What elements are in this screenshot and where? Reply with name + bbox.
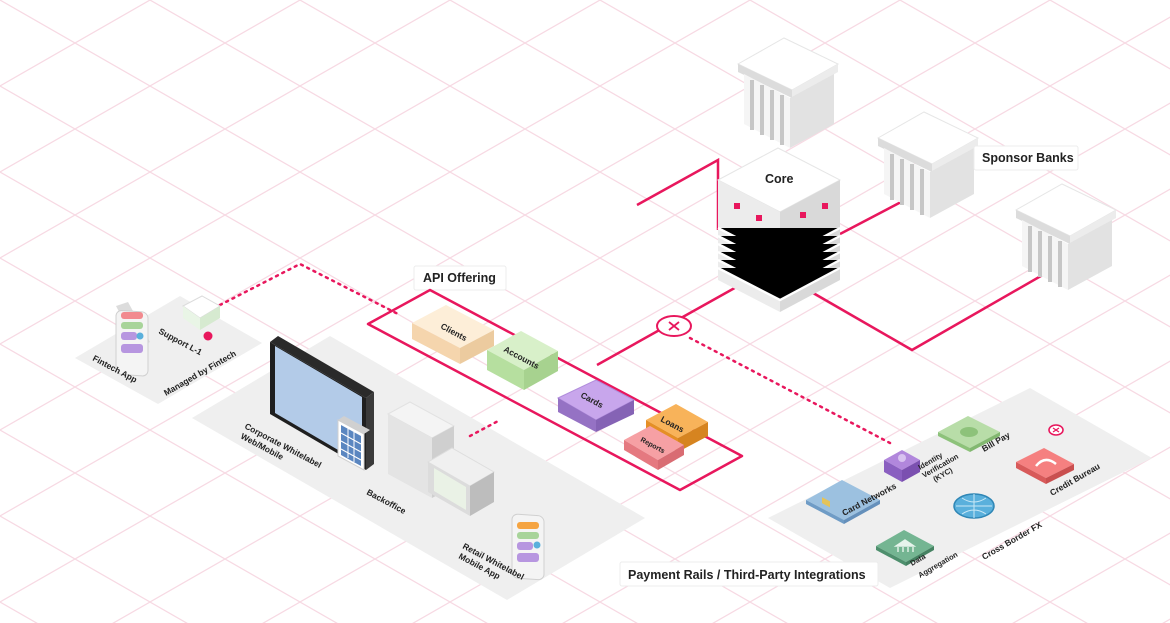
link-support-api [218,262,400,316]
bill-pay-icon[interactable] [938,416,1000,452]
api-offering-tag: API Offering [413,265,507,291]
link-core-integrations [688,336,892,445]
payment-rails-label: Payment Rails / Third-Party Integrations [628,568,866,582]
fintech-phone-icon [115,302,150,377]
card-networks-icon[interactable] [806,480,880,524]
payment-rails-tag: Payment Rails / Third-Party Integrations [619,561,879,587]
support-chat-icon [182,295,221,341]
close-circle-icon[interactable] [1048,424,1064,436]
backoffice-monitor-icon [427,447,495,516]
clients-block[interactable]: Clients [412,305,494,364]
api-offering-frame[interactable] [366,288,744,492]
bank-building-icon [1014,183,1118,290]
link-core-bank3 [807,263,1061,352]
core-server-icon [716,147,842,312]
reports-block[interactable]: Reports [624,426,684,470]
accounts-block[interactable]: Accounts [487,331,558,390]
credit-bureau-icon[interactable] [1016,448,1074,484]
retail-phone-icon [511,513,545,581]
data-aggregation-icon[interactable] [876,530,934,566]
connector-x-icon[interactable] [656,315,692,337]
integrations-panel [768,388,1152,588]
cross-border-fx-icon[interactable] [953,493,995,519]
link-backoffice-api [468,418,502,438]
bank-building-icon [736,37,840,148]
cards-block[interactable]: Cards [556,379,636,432]
tablet-grid-icon [337,416,370,471]
dotted-links [218,262,892,445]
core-label: Core [765,172,794,186]
sponsor-banks-tag: Sponsor Banks [973,145,1079,171]
fintech-panel [75,296,262,404]
identity-verification-icon[interactable] [884,450,920,482]
bank-building-icon [876,111,980,218]
api-offering-label: API Offering [423,271,496,285]
sponsor-banks-label: Sponsor Banks [982,151,1074,165]
